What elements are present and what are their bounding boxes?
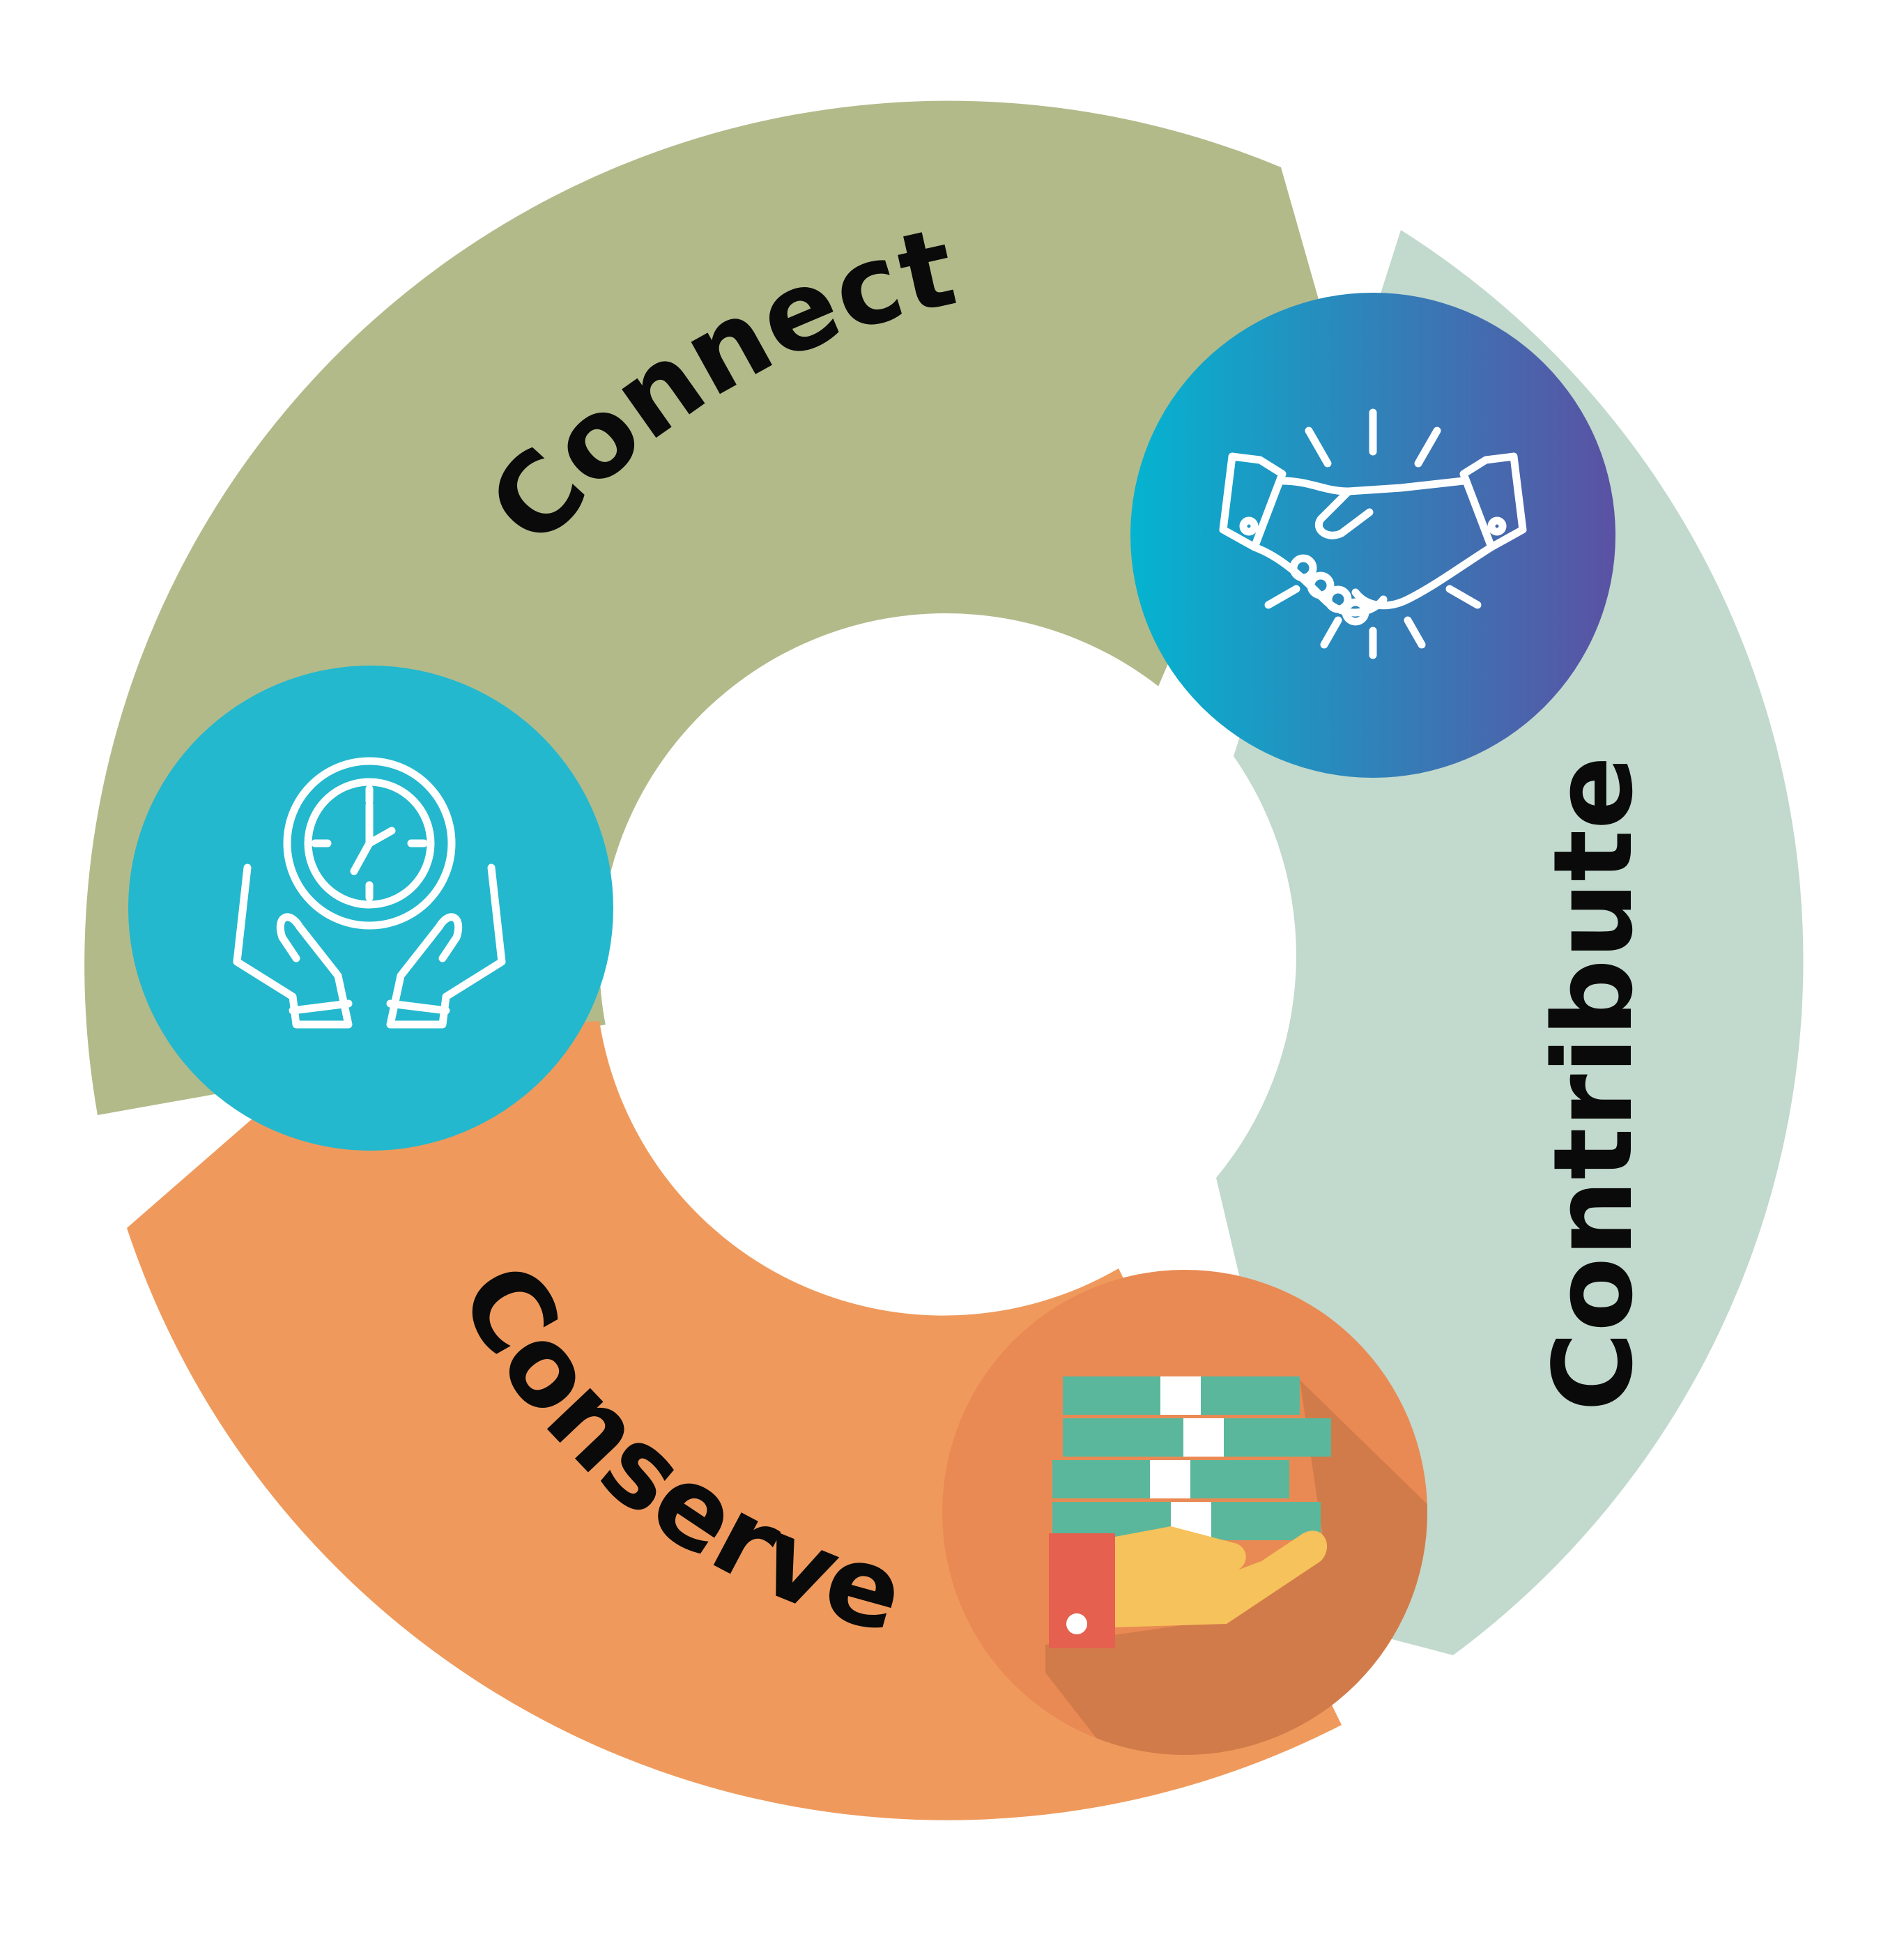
- money-in-hand-icon: [942, 1270, 1427, 1755]
- ring-center: [599, 613, 1292, 1306]
- handshake-icon: [1130, 293, 1615, 778]
- time-in-hands-icon: [128, 666, 613, 1151]
- label-contribute: Contribute: [1530, 756, 1657, 1412]
